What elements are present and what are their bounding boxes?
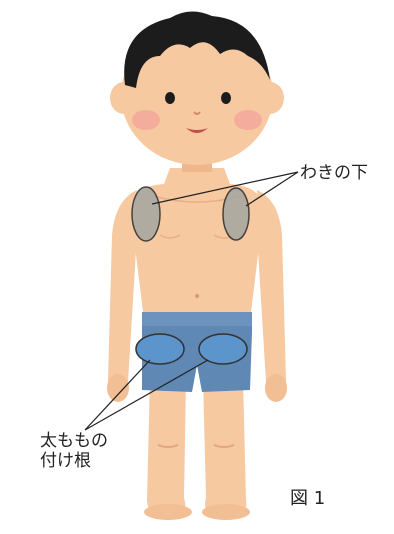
left-groin-marker [136, 334, 184, 364]
legs [144, 378, 250, 520]
armpit-label: わきの下 [300, 163, 368, 183]
right-groin-marker [199, 334, 247, 364]
right-armpit-marker [223, 188, 249, 240]
groin-label: 太ももの 付け根 [40, 431, 130, 471]
head [110, 11, 284, 165]
left-armpit-marker [132, 187, 160, 241]
figure-number: 図 1 [290, 489, 325, 509]
groin-label-line2: 付け根 [40, 451, 130, 471]
groin-label-line1: 太ももの [40, 431, 130, 451]
